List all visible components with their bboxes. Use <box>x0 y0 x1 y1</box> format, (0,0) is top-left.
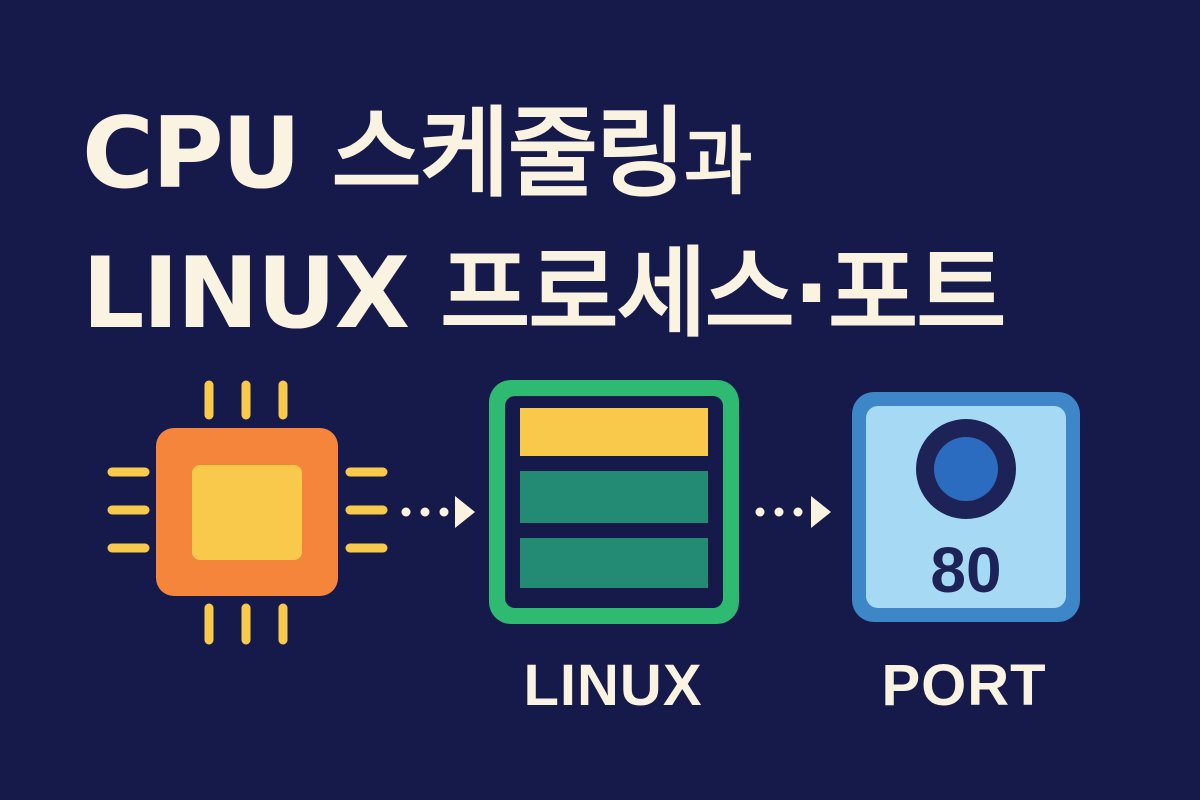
cpu-pins-top <box>204 380 288 420</box>
cpu-pins-left <box>107 467 150 553</box>
title-line-2: LINUX 프로세스·포트 <box>82 237 1006 351</box>
arrow-right-icon <box>755 496 831 528</box>
process-bar-2 <box>520 471 708 523</box>
cpu-core <box>192 465 302 560</box>
page-title: CPU 스케줄링과 LINUX 프로세스·포트 <box>82 88 1006 360</box>
title-line-1-suffix: 과 <box>684 119 752 205</box>
process-bar-1 <box>520 408 708 456</box>
linux-label: LINUX <box>523 653 703 718</box>
cpu-chip-icon <box>107 380 388 645</box>
arrow-right-icon <box>401 496 475 528</box>
port-socket-inner <box>934 437 998 501</box>
title-line-1: CPU 스케줄링과 <box>82 88 1004 228</box>
process-stack-icon <box>489 380 739 624</box>
cpu-pins-bottom <box>204 603 288 645</box>
port-icon: 80 <box>852 392 1080 622</box>
process-bar-3 <box>520 538 708 588</box>
title-line-1-main: CPU 스케줄링 <box>82 97 686 211</box>
cpu-pins-right <box>345 467 388 553</box>
port-label: PORT <box>881 653 1047 718</box>
port-number: 80 <box>930 534 1001 606</box>
